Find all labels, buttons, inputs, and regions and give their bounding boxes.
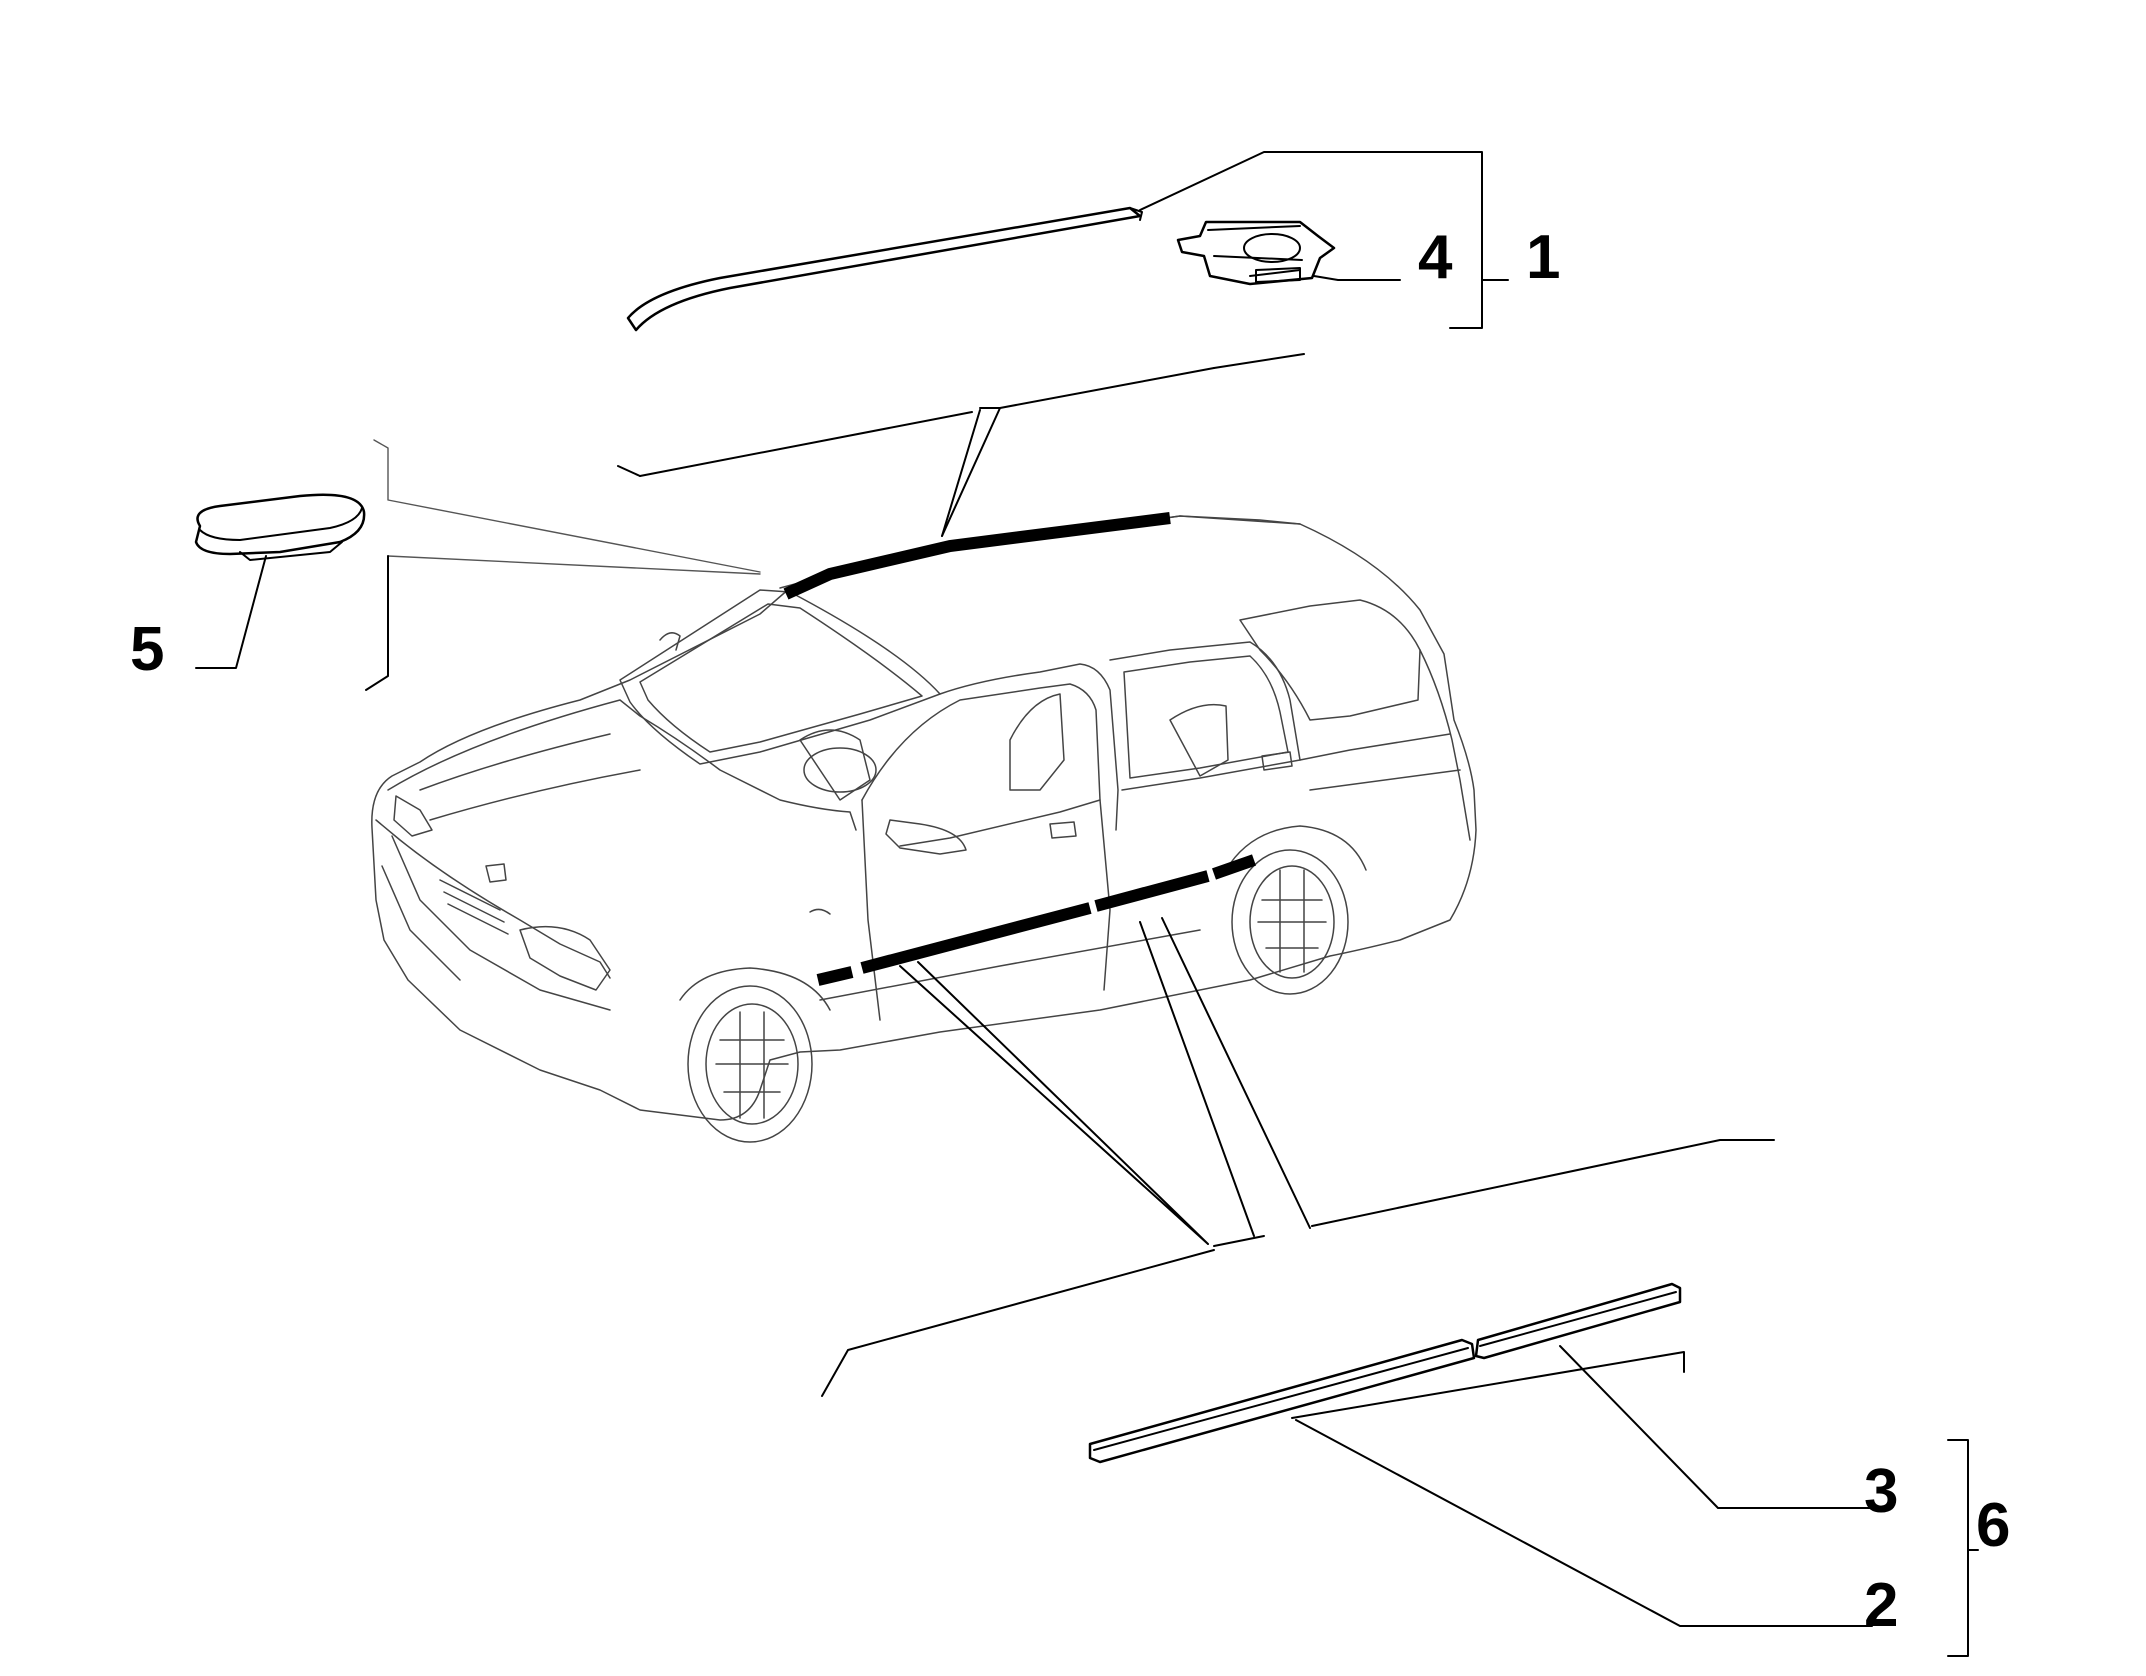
molding-clip-icon <box>1176 220 1336 286</box>
oval-plug-cap-icon <box>194 493 366 561</box>
car-station-wagon-drawing <box>371 515 1477 1143</box>
callout-2: 2 <box>1864 1571 1898 1640</box>
installed-side-strips <box>816 854 1256 986</box>
roof-molding-icon <box>626 206 1143 332</box>
leader-lines <box>195 151 1979 1657</box>
callout-6: 6 <box>1976 1491 2010 1560</box>
door-side-molding-front-icon <box>1088 1338 1476 1464</box>
callout-1: 1 <box>1526 223 1560 292</box>
callout-5: 5 <box>130 615 164 684</box>
installed-roof-strip <box>783 512 1171 600</box>
callout-4: 4 <box>1418 223 1453 292</box>
callout-3: 3 <box>1864 1457 1898 1526</box>
door-side-molding-rear-icon <box>1474 1282 1682 1360</box>
